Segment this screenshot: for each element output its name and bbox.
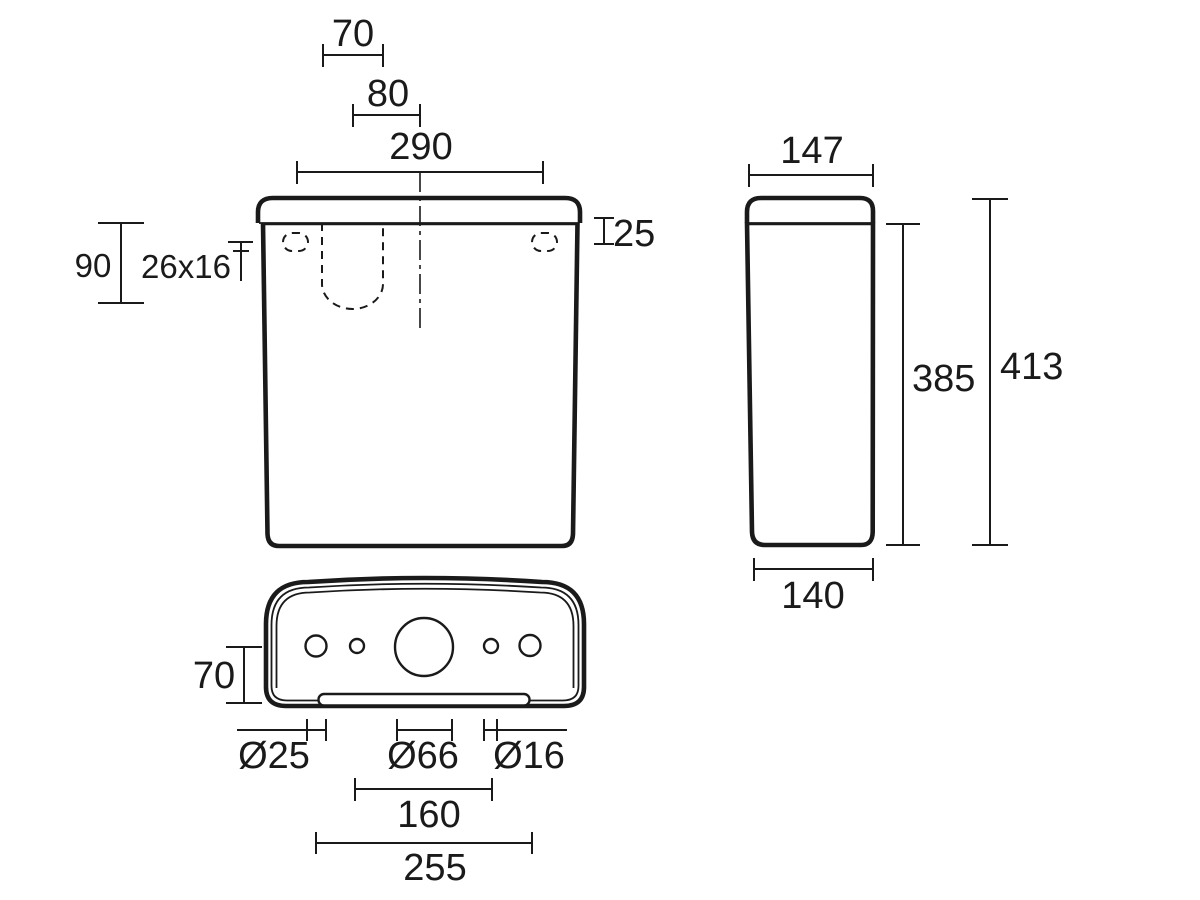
dim-bottom-centres-label: 160 — [397, 794, 460, 836]
dim-front-left-height-label: 90 — [75, 247, 112, 284]
front-flush-valve-hidden — [321, 223, 384, 310]
dim-side-bottom-depth-label: 140 — [781, 575, 844, 617]
dim-front-width: 290 — [296, 126, 544, 184]
dim-bottom-dia-right: Ø16 — [483, 719, 567, 777]
dim-side-bottom-depth: 140 — [753, 558, 874, 617]
front-lid-outline — [255, 195, 583, 223]
dim-side-overall-height: 413 — [972, 198, 1063, 546]
bottom-slot-recess — [317, 692, 531, 707]
dim-bottom-overall: 255 — [315, 832, 533, 889]
bottom-hole-inlet-right — [518, 633, 542, 658]
dim-front-lid-height: 25 — [594, 213, 655, 255]
bottom-hole-fixing-left — [348, 637, 366, 655]
side-lid-outline — [744, 195, 876, 223]
bottom-inner-outline-2 — [275, 587, 575, 688]
dim-front-flush-width-label: 70 — [332, 13, 374, 55]
dim-side-body-height: 385 — [886, 223, 975, 546]
dim-bottom-centres: 160 — [354, 778, 493, 836]
side-body-outline — [744, 220, 876, 548]
dim-side-top-depth: 147 — [748, 130, 874, 187]
dim-front-keyhole-label: 26x16 — [141, 248, 231, 285]
dim-bottom-base-height: 70 — [193, 646, 262, 704]
dim-front-flush-width: 70 — [322, 13, 384, 67]
dim-bottom-overall-label: 255 — [403, 847, 466, 889]
dim-bottom-base-height-label: 70 — [193, 655, 235, 697]
front-keyhole-left — [282, 232, 309, 252]
front-keyhole-right — [531, 232, 558, 252]
bottom-hole-fixing-right — [482, 637, 500, 655]
dim-front-flush-offset-label: 80 — [367, 73, 409, 115]
dim-front-keyhole: 26x16 — [141, 241, 253, 285]
front-view — [255, 172, 583, 549]
bottom-view — [263, 575, 587, 709]
side-view — [744, 195, 876, 548]
bottom-hole-inlet-left — [304, 634, 328, 658]
dim-side-top-depth-label: 147 — [780, 130, 843, 172]
dim-front-lid-height-label: 25 — [613, 213, 655, 255]
dim-front-width-label: 290 — [389, 126, 452, 168]
dim-bottom-dia-centre-label: Ø66 — [387, 735, 459, 777]
dim-side-body-height-label: 385 — [912, 358, 975, 400]
dim-front-left-height: 90 — [75, 222, 144, 304]
dim-bottom-dia-left-label: Ø25 — [238, 735, 310, 777]
dim-side-overall-height-label: 413 — [1000, 346, 1063, 388]
bottom-hole-flush-centre — [393, 616, 455, 678]
dim-bottom-dia-left: Ø25 — [237, 719, 327, 777]
dim-bottom-dia-right-label: Ø16 — [493, 735, 565, 777]
dim-front-flush-offset: 80 — [352, 73, 421, 127]
dim-bottom-dia-centre: Ø66 — [387, 719, 459, 777]
front-body-outline — [260, 220, 580, 549]
